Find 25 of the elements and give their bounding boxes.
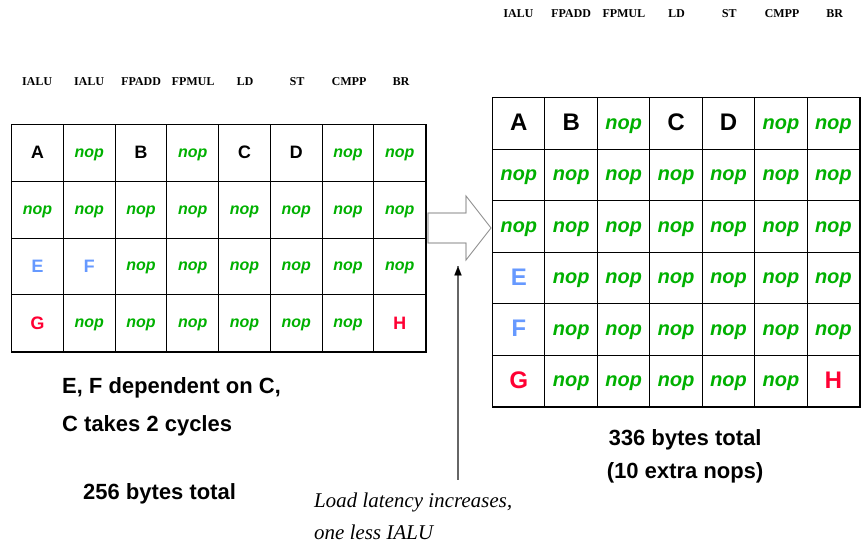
note-text: 256 bytes total <box>83 478 236 506</box>
instruction-table <box>11 124 427 353</box>
column-header: CMPP <box>764 6 800 21</box>
table-cell: H <box>806 354 860 407</box>
column-header: FPMUL <box>170 74 216 89</box>
column-header: ST <box>720 6 738 21</box>
note-text: E, F dependent on C, C takes 2 cycles <box>62 372 282 438</box>
column-header: CMPP <box>330 74 368 89</box>
column-header: BR <box>392 74 410 89</box>
instruction-table <box>492 97 861 408</box>
column-header: IALU <box>72 74 105 89</box>
column-header: LD <box>667 6 686 21</box>
column-header: ST <box>288 74 306 89</box>
arrow <box>454 266 462 480</box>
annotation-text: Load latency increases, one less IALU <box>314 484 542 548</box>
column-header: IALU <box>502 6 534 21</box>
table-cell: H <box>373 294 426 352</box>
column-header: BR <box>825 6 844 21</box>
column-header: FPADD <box>550 6 592 21</box>
block-arrow <box>428 194 492 262</box>
column-header: FPADD <box>120 74 162 89</box>
column-header: LD <box>236 74 254 89</box>
column-header: FPMUL <box>601 6 646 21</box>
column-header: IALU <box>20 74 53 89</box>
note-text: 336 bytes total (10 extra nops) <box>606 424 764 485</box>
